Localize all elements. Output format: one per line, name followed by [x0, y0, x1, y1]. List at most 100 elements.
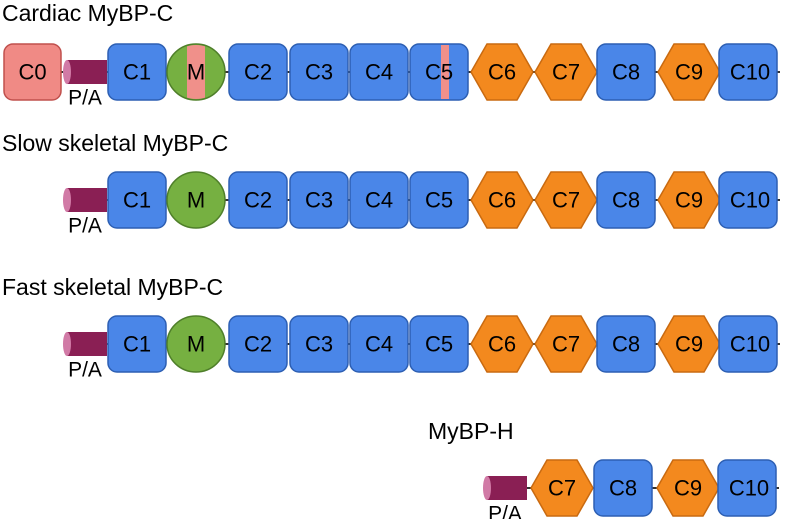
domain-c8: C8: [596, 315, 656, 373]
ig-domain-shape: [107, 315, 167, 373]
pa-label: P/A: [68, 359, 102, 382]
pa-label: P/A: [68, 215, 102, 238]
domain-label: C2: [244, 188, 272, 213]
domain-c3: C3: [289, 171, 349, 229]
domain-label: C3: [305, 332, 333, 357]
domain-label: C5: [425, 332, 453, 357]
ig-domain-shape: [349, 43, 409, 101]
domain-c5: C5: [409, 315, 469, 373]
domain-label: C10: [730, 332, 770, 357]
domain-label: C3: [305, 60, 333, 85]
domain-label: M: [187, 188, 205, 213]
ig-domain-shape: [228, 171, 288, 229]
domain-c7: C7: [530, 459, 594, 517]
ig-domain-shape: [289, 315, 349, 373]
pa-cylinder-cap: [63, 188, 71, 212]
domain-c3: C3: [289, 315, 349, 373]
ig-domain-shape: [107, 43, 167, 101]
domain-label: C8: [612, 60, 640, 85]
domain-label: C1: [123, 60, 151, 85]
fn3-domain-shape: [530, 459, 594, 517]
domain-c2: C2: [228, 171, 288, 229]
pa-linker-cylinder: [67, 60, 107, 84]
domain-label: C6: [488, 60, 516, 85]
ig-domain-shape: [289, 43, 349, 101]
domain-c1: C1: [107, 171, 167, 229]
domain-c10: C10: [718, 315, 778, 373]
pa-linker-cylinder: [67, 332, 107, 356]
m-domain-shape: [166, 315, 226, 373]
domain-label: M: [187, 332, 205, 357]
domain-c2: C2: [228, 43, 288, 101]
ig-domain-shape: [349, 171, 409, 229]
domain-label: C1: [123, 332, 151, 357]
fast-skeletal-mybpc-title: Fast skeletal MyBP-C: [2, 274, 224, 300]
domain-c4: C4: [349, 171, 409, 229]
pa-linker-cylinder: [67, 188, 107, 212]
pa-cylinder-cap: [483, 476, 491, 500]
domain-label: C0: [18, 60, 46, 85]
domain-c1: C1: [107, 43, 167, 101]
domain-m: M: [166, 43, 226, 101]
domain-c7: C7: [534, 43, 598, 101]
domain-c4: C4: [349, 315, 409, 373]
domain-p-a: P/A: [63, 332, 107, 382]
m-domain-shape: [166, 171, 226, 229]
domain-label: C9: [675, 60, 703, 85]
domain-c8: C8: [596, 43, 656, 101]
ig-domain-shape: [409, 171, 469, 229]
domain-label: C7: [552, 188, 580, 213]
domain-c2: C2: [228, 315, 288, 373]
domain-c7: C7: [534, 315, 598, 373]
domain-label: C7: [552, 332, 580, 357]
domain-m: M: [166, 171, 226, 229]
protein-row: C0P/A C1 M C2 C3 C4 C5 C6 C7 C8 C9 C10: [3, 43, 780, 110]
domain-c7: C7: [534, 171, 598, 229]
domain-label: C2: [244, 332, 272, 357]
domain-label: C9: [675, 332, 703, 357]
domain-label: C10: [730, 188, 770, 213]
domain-label: C5: [425, 188, 453, 213]
domain-p-a: P/A: [63, 60, 107, 110]
domain-label: C8: [612, 332, 640, 357]
domain-label: C4: [365, 332, 393, 357]
domain-c5: C5: [409, 171, 469, 229]
domain-label: C3: [305, 188, 333, 213]
domain-m: M: [166, 315, 226, 373]
domain-label: M: [187, 60, 205, 85]
domain-label: C5: [425, 60, 453, 85]
domain-label: C10: [729, 476, 769, 501]
domain-c3: C3: [289, 43, 349, 101]
pa-cylinder-cap: [63, 60, 71, 84]
slow-skeletal-mybpc-title: Slow skeletal MyBP-C: [2, 130, 229, 156]
ig-domain-shape: [228, 43, 288, 101]
domain-label: C4: [365, 60, 393, 85]
domain-c10: C10: [718, 43, 778, 101]
domain-label: C2: [244, 60, 272, 85]
pa-cylinder-cap: [63, 332, 71, 356]
ig-domain-shape: [718, 43, 778, 101]
domain-c6: C6: [470, 43, 534, 101]
domain-label: C1: [123, 188, 151, 213]
cardiac-mybpc-title: Cardiac MyBP-C: [2, 0, 174, 26]
ig-domain-shape: [717, 459, 777, 517]
domain-label: C4: [365, 188, 393, 213]
domain-c9: C9: [657, 171, 721, 229]
fn3-domain-shape: [470, 43, 534, 101]
ig-domain-shape: [409, 43, 469, 101]
pa-label: P/A: [68, 87, 102, 110]
domain-c10: C10: [718, 171, 778, 229]
ig-domain-shape: [409, 315, 469, 373]
domain-label: C10: [730, 60, 770, 85]
domain-p-a: P/A: [483, 476, 527, 519]
ig-domain-shape: [593, 459, 653, 517]
ig-domain-shape: [228, 315, 288, 373]
domain-c1: C1: [107, 315, 167, 373]
domain-label: C6: [488, 188, 516, 213]
domain-c6: C6: [470, 171, 534, 229]
